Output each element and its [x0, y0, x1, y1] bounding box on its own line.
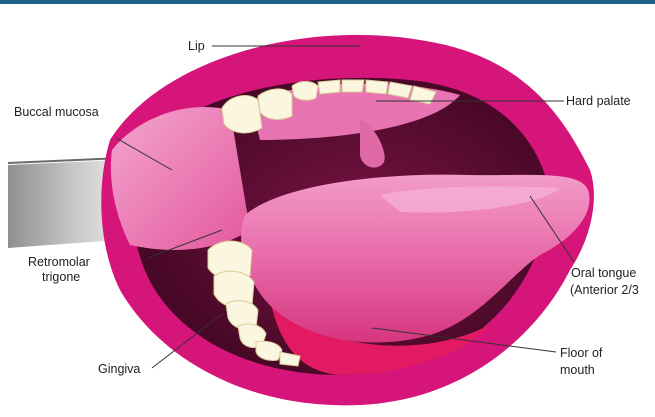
label-retromolar-trigone-line2: trigone [42, 270, 80, 284]
label-oral-tongue-line1: Oral tongue [571, 266, 636, 280]
label-lip: Lip [188, 39, 205, 53]
label-hard-palate: Hard palate [566, 94, 631, 108]
label-buccal-mucosa: Buccal mucosa [14, 105, 99, 119]
label-floor-of-mouth-line1: Floor of [560, 346, 602, 360]
label-retromolar-trigone-line1: Retromolar [28, 255, 90, 269]
label-oral-tongue-line2: (Anterior 2/3 [570, 283, 639, 297]
label-gingiva: Gingiva [98, 362, 140, 376]
label-floor-of-mouth-line2: mouth [560, 363, 595, 377]
